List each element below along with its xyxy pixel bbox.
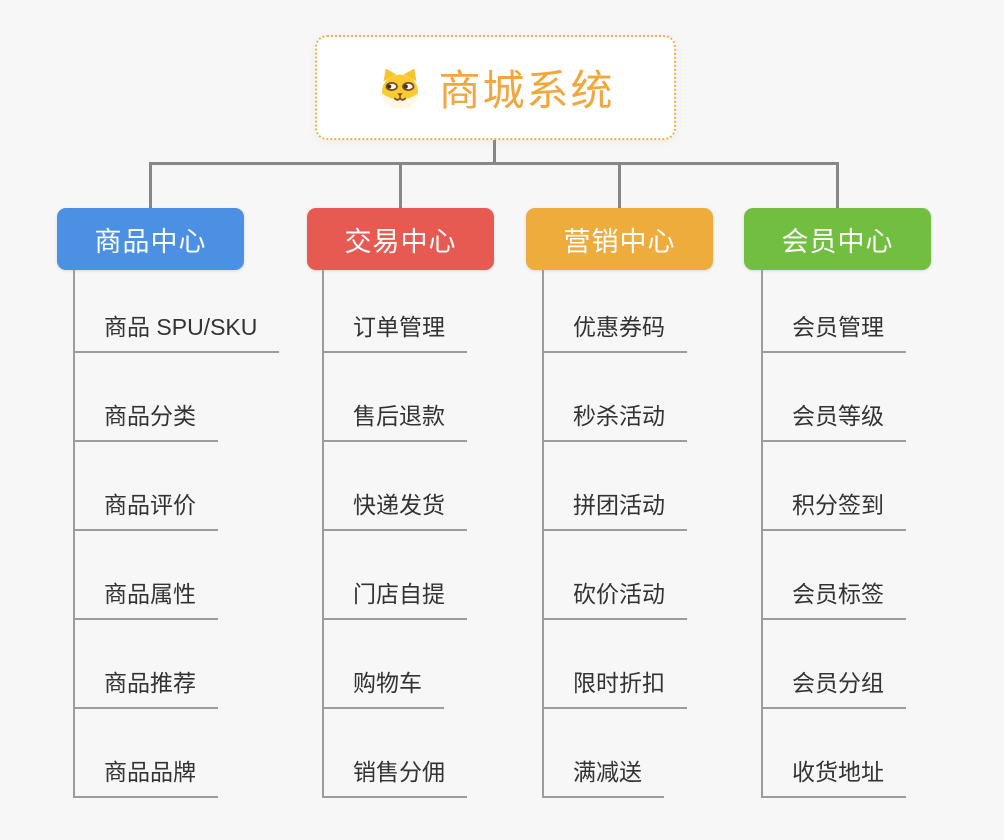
leaf-node[interactable]: 订单管理 xyxy=(322,314,467,353)
leaf-node[interactable]: 收货地址 xyxy=(761,759,906,798)
leaf-node[interactable]: 会员标签 xyxy=(761,581,906,620)
leaf-node[interactable]: 优惠券码 xyxy=(542,314,687,353)
connector-trunk-trade xyxy=(322,270,324,798)
leaf-node[interactable]: 积分签到 xyxy=(761,492,906,531)
leaf-node[interactable]: 商品品牌 xyxy=(73,759,218,798)
leaf-node[interactable]: 售后退款 xyxy=(322,403,467,442)
leaf-node[interactable]: 快递发货 xyxy=(322,492,467,531)
connector-bus xyxy=(149,162,839,165)
connector-drop-marketing xyxy=(618,162,621,208)
connector-drop-trade xyxy=(399,162,402,208)
connector-drop-products xyxy=(149,162,152,208)
leaf-column-marketing: 优惠券码 秒杀活动 拼团活动 砍价活动 限时折扣 满减送 xyxy=(542,264,687,798)
leaf-node[interactable]: 门店自提 xyxy=(322,581,467,620)
shiba-dog-icon xyxy=(382,68,419,109)
branch-node-member-center[interactable]: 会员中心 xyxy=(744,208,931,270)
leaf-node[interactable]: 商品 SPU/SKU xyxy=(73,314,280,353)
leaf-node[interactable]: 满减送 xyxy=(542,759,664,798)
leaf-column-members: 会员管理 会员等级 积分签到 会员标签 会员分组 收货地址 xyxy=(761,264,906,798)
leaf-column-trade: 订单管理 售后退款 快递发货 门店自提 购物车 销售分佣 xyxy=(322,264,467,798)
leaf-node[interactable]: 商品分类 xyxy=(73,403,218,442)
connector-root-stub xyxy=(493,140,496,163)
connector-trunk-marketing xyxy=(542,270,544,798)
branch-node-product-center[interactable]: 商品中心 xyxy=(57,208,244,270)
leaf-node[interactable]: 拼团活动 xyxy=(542,492,687,531)
leaf-node[interactable]: 限时折扣 xyxy=(542,670,687,709)
leaf-node[interactable]: 商品推荐 xyxy=(73,670,218,709)
leaf-node[interactable]: 销售分佣 xyxy=(322,759,467,798)
leaf-node[interactable]: 会员管理 xyxy=(761,314,906,353)
branch-node-trade-center[interactable]: 交易中心 xyxy=(307,208,494,270)
connector-trunk-products xyxy=(73,270,75,798)
leaf-column-products: 商品 SPU/SKU 商品分类 商品评价 商品属性 商品推荐 商品品牌 xyxy=(73,264,280,798)
leaf-node[interactable]: 会员等级 xyxy=(761,403,906,442)
leaf-node[interactable]: 商品属性 xyxy=(73,581,218,620)
root-node[interactable]: 商城系统 xyxy=(315,35,676,140)
leaf-node[interactable]: 购物车 xyxy=(322,670,444,709)
leaf-node[interactable]: 会员分组 xyxy=(761,670,906,709)
leaf-node[interactable]: 砍价活动 xyxy=(542,581,687,620)
branch-node-marketing-center[interactable]: 营销中心 xyxy=(526,208,713,270)
leaf-node[interactable]: 商品评价 xyxy=(73,492,218,531)
connector-trunk-members xyxy=(761,270,763,798)
connector-drop-members xyxy=(836,162,839,208)
root-title: 商城系统 xyxy=(438,67,615,114)
leaf-node[interactable]: 秒杀活动 xyxy=(542,403,687,442)
